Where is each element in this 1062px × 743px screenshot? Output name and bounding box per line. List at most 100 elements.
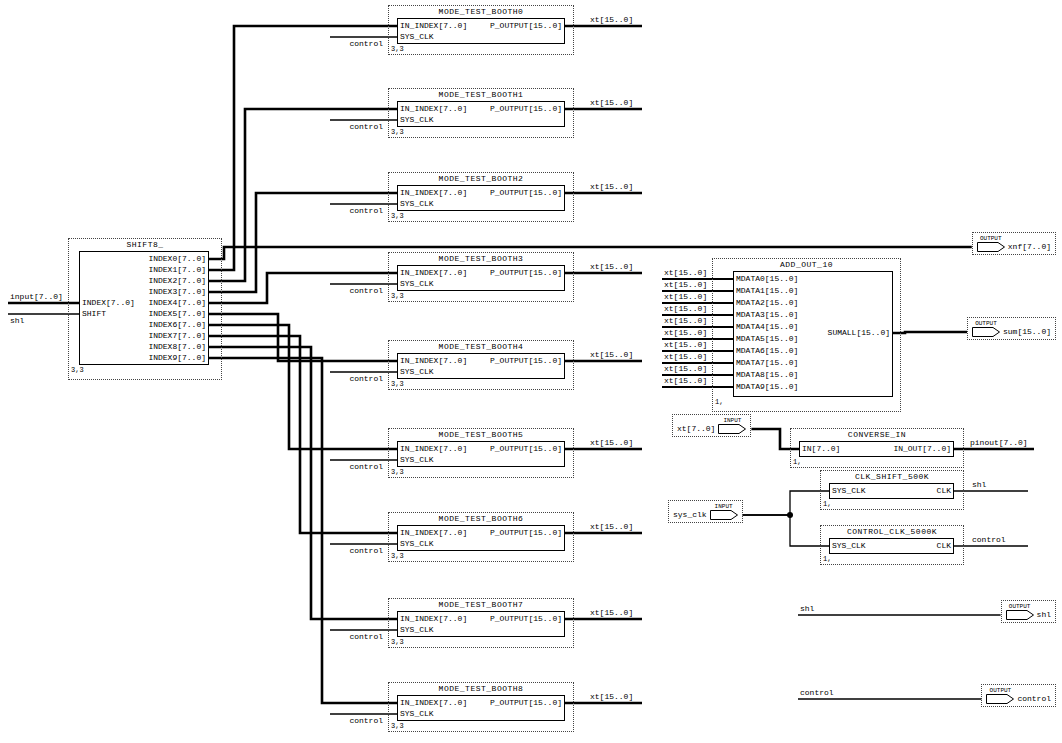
net-label: control [349, 39, 383, 48]
net-label: xt[15..0] [664, 316, 707, 325]
block-title: MODE_TEST_BOOTH8 [389, 684, 573, 693]
pin-name: CLK [937, 541, 951, 551]
block-title: MODE_TEST_BOOTH7 [389, 600, 573, 609]
pin-name: IN_INDEX[7..0] [400, 444, 467, 454]
pin-name: SYS_CLK [832, 541, 866, 551]
net-label: xt[15..0] [590, 608, 633, 617]
net-stub [662, 386, 733, 388]
net-label: xt[15..0] [664, 364, 707, 373]
booth-module-block: MODE_TEST_BOOTH0IN_INDEX[7..0]SYS_CLKP_O… [388, 5, 574, 55]
block-title: MODE_TEST_BOOTH6 [389, 514, 573, 523]
pin-name: MDATA5[15..0] [736, 334, 798, 344]
block-title: MODE_TEST_BOOTH2 [389, 174, 573, 183]
pin-name: MDATA2[15..0] [736, 298, 798, 308]
net-label: shl [10, 316, 24, 325]
block-body: IN_INDEX[7..0]SYS_CLKP_OUTPUT[15..0] [397, 441, 565, 467]
pin-name: SYS_CLK [832, 486, 866, 496]
net-label: pinout[7..0] [970, 438, 1028, 447]
net-label: control [800, 688, 834, 697]
net-stub [662, 362, 733, 364]
net-stub [662, 374, 733, 376]
junction-dot [787, 512, 793, 518]
net-label: xt[15..0] [590, 522, 633, 531]
instance-number: 3,3 [391, 722, 404, 731]
pin-outline [719, 425, 746, 434]
net-stub [565, 108, 642, 111]
pin-name: MDATA8[15..0] [736, 370, 798, 380]
net-stub [330, 629, 397, 630]
net-stub [565, 702, 642, 705]
booth-module-block: MODE_TEST_BOOTH3IN_INDEX[7..0]SYS_CLKP_O… [388, 252, 574, 302]
block-body: SYS_CLKCLK [829, 483, 954, 499]
pin-label: sum[15..0] [1003, 327, 1051, 337]
pin-name: IN_OUT[7..0] [893, 444, 951, 454]
block-title: SHIFT8_ [69, 240, 221, 249]
net-label: xt[15..0] [590, 692, 633, 701]
block-title: CLK_SHIFT_500K [821, 472, 963, 481]
net-label: control [349, 716, 383, 725]
instance-number: 3,3 [391, 380, 404, 389]
pin-name: INDEX[7..0] [82, 298, 135, 308]
net-label: control [349, 286, 383, 295]
pin-name: P_OUTPUT[15..0] [490, 104, 562, 114]
bus-wire [751, 429, 799, 449]
clock-divider-block: CLK_SHIFT_500KSYS_CLKCLK1, [820, 470, 964, 510]
block-body: IN_INDEX[7..0]SYS_CLKP_OUTPUT[15..0] [397, 353, 565, 379]
block-title: MODE_TEST_BOOTH0 [389, 7, 573, 16]
instance-number: 3,3 [391, 292, 404, 301]
pin-symbol [972, 327, 1000, 337]
pin-name: P_OUTPUT[15..0] [490, 528, 562, 538]
instance-number: 1, [823, 555, 831, 564]
block-body: INDEX[7..0]SHIFTINDEX0[7..0]INDEX1[7..0]… [79, 251, 209, 365]
net-stub [565, 360, 642, 363]
pin-wrap: OUTPUT [972, 320, 1000, 337]
net-stub [954, 448, 1034, 451]
pin-wrap: OUTPUT [977, 235, 1005, 252]
block-body: MDATA0[15..0]MDATA1[15..0]MDATA2[15..0]M… [733, 271, 893, 397]
block-title: MODE_TEST_BOOTH4 [389, 342, 573, 351]
pin-symbol [977, 242, 1005, 252]
pin-name: INDEX2[7..0] [148, 276, 206, 286]
net-label: xt[15..0] [664, 340, 707, 349]
block-title: CONTROL_CLK_5000K [821, 527, 963, 536]
pin-name: INDEX9[7..0] [148, 353, 206, 363]
pin-name: INDEX7[7..0] [148, 331, 206, 341]
output-pin: OUTPUT sum[15..0] [967, 317, 1056, 340]
pin-name: IN[7..0] [802, 444, 840, 454]
pin-symbol [710, 510, 738, 520]
block-body: IN[7..0] IN_OUT[7..0] [799, 441, 954, 457]
net-stub [565, 618, 642, 621]
instance-number: 3,3 [391, 638, 404, 647]
pin-wrap: OUTPUT [1006, 603, 1034, 620]
bus-wire [209, 109, 397, 281]
net-stub [330, 119, 397, 120]
booth-module-block: MODE_TEST_BOOTH8IN_INDEX[7..0]SYS_CLKP_O… [388, 682, 574, 732]
pin-name: INDEX8[7..0] [148, 342, 206, 352]
block-title: MODE_TEST_BOOTH5 [389, 430, 573, 439]
net-label: control [349, 206, 383, 215]
net-stub [954, 545, 1028, 546]
bus-wire [209, 325, 397, 449]
pin-symbol [1006, 610, 1034, 620]
block-body: IN_INDEX[7..0]SYS_CLKP_OUTPUT[15..0] [397, 695, 565, 721]
booth-module-block: MODE_TEST_BOOTH7IN_INDEX[7..0]SYS_CLKP_O… [388, 598, 574, 648]
bus-wire [209, 193, 397, 292]
pin-name: SYS_CLK [400, 115, 434, 125]
block-title: ADD_OUT_10 [713, 260, 900, 269]
net-label: control [349, 462, 383, 471]
instance-number: 3,3 [391, 212, 404, 221]
block-body: SYS_CLK CLK [829, 538, 954, 554]
pin-label: xnf[7..0] [1008, 242, 1051, 252]
pin-type: OUTPUT [980, 235, 1002, 242]
net-stub [565, 532, 642, 535]
pin-name: SYS_CLK [400, 625, 434, 635]
booth-module-block: MODE_TEST_BOOTH4IN_INDEX[7..0]SYS_CLKP_O… [388, 340, 574, 390]
shift-register-block: SHIFT8_ INDEX[7..0]SHIFTINDEX0[7..0]INDEX… [68, 238, 222, 380]
output-pin: OUTPUT xnf[7..0] [972, 232, 1056, 255]
net-stub [662, 350, 733, 352]
net-stubs [8, 26, 1034, 714]
instance-number: 3,3 [391, 468, 404, 477]
pin-type: OUTPUT [975, 320, 997, 327]
block-title: CONVERSE_IN [791, 430, 963, 439]
